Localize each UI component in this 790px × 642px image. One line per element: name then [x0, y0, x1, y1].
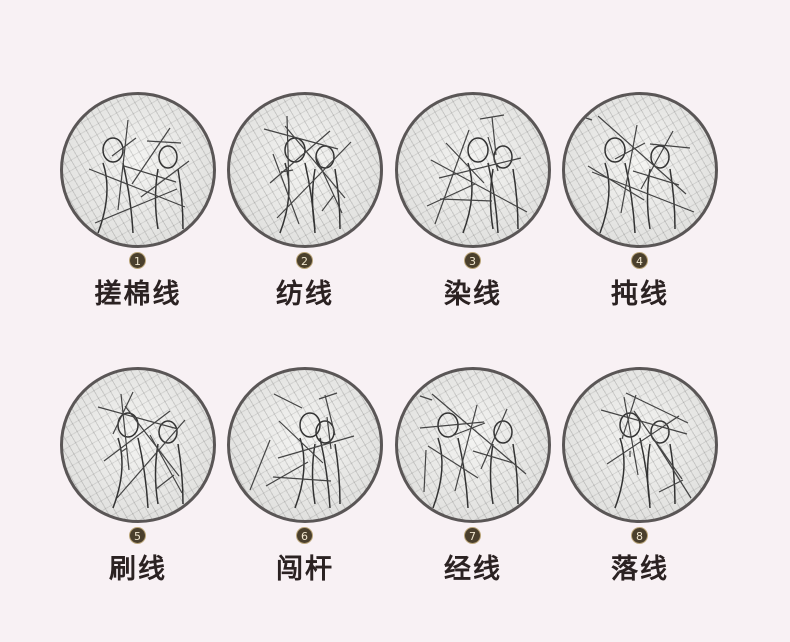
step-label: 落线 [611, 554, 669, 585]
step-label: 闯杆 [276, 554, 334, 585]
woodcut-illustration [249, 392, 355, 509]
step-number-badge: 4 [631, 252, 648, 269]
woodcut-illustration [585, 115, 695, 234]
woodcut-illustration [97, 391, 186, 509]
step-number-badge: 1 [129, 252, 146, 269]
step-number-badge: 8 [631, 527, 648, 544]
woodcut-illustration [419, 393, 527, 509]
step-number-badge: 3 [464, 252, 481, 269]
illustration-circle [60, 92, 216, 248]
process-step: 3 染线 [390, 92, 560, 362]
step-label: 扽线 [611, 279, 669, 310]
illustration-circle [227, 367, 383, 523]
illustration-circle [395, 367, 551, 523]
process-step: 7 经线 [390, 367, 560, 637]
illustration-circle [562, 92, 718, 248]
illustration-circle [562, 367, 718, 523]
process-step: 6 闯杆 [222, 367, 392, 637]
woodcut-illustration [263, 115, 352, 234]
process-step: 5 刷线 [55, 367, 225, 637]
step-label: 染线 [444, 279, 502, 310]
process-step: 2 纺线 [222, 92, 392, 362]
step-number-badge: 7 [464, 527, 481, 544]
step-number-badge: 6 [296, 527, 313, 544]
illustration-circle [227, 92, 383, 248]
woodcut-illustration [600, 392, 692, 509]
woodcut-illustration [426, 114, 528, 234]
step-label: 刷线 [109, 554, 167, 585]
illustration-circle [395, 92, 551, 248]
process-step: 1 搓棉线 [55, 92, 225, 362]
step-number-badge: 5 [129, 527, 146, 544]
process-step: 8 落线 [557, 367, 727, 637]
step-label: 搓棉线 [94, 279, 182, 310]
step-number-badge: 2 [296, 252, 313, 269]
step-label: 经线 [444, 554, 502, 585]
illustration-circle [60, 367, 216, 523]
woodcut-illustration [88, 119, 190, 234]
step-label: 纺线 [276, 279, 334, 310]
process-step: 4 扽线 [557, 92, 727, 362]
